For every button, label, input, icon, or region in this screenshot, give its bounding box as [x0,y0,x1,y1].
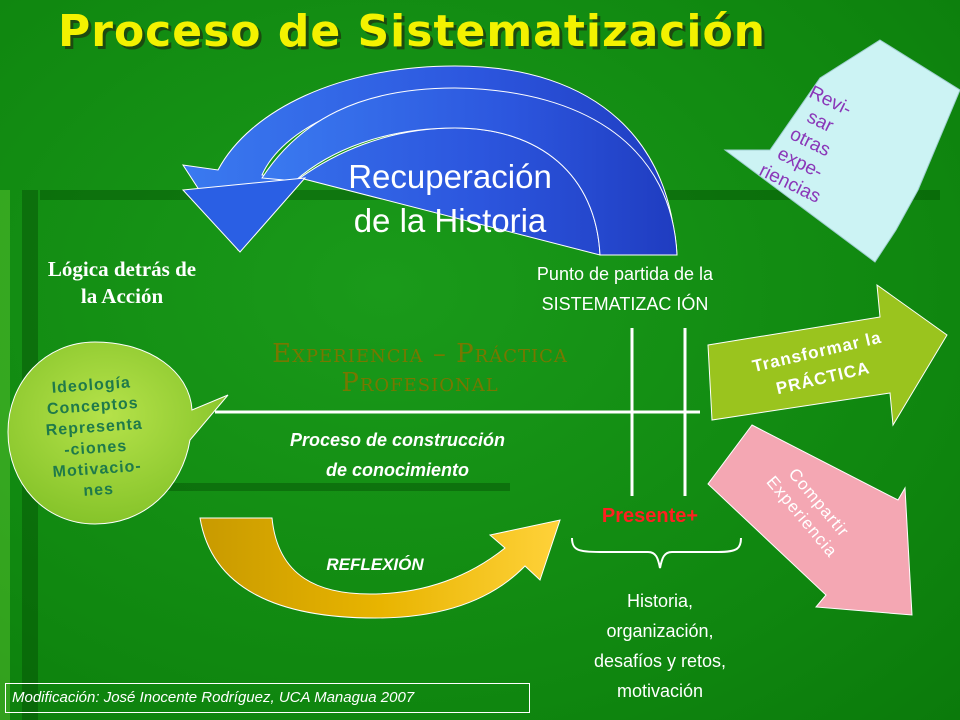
shadow-bar-horizontal-2 [40,483,510,491]
blue-arrow-body [261,87,678,256]
speech-bubble [7,341,229,525]
historia-line-1: Historia, [626,591,693,611]
logica-label: Lógica detrás de la Acción [0,256,244,310]
punto-line-2: SISTEMATIZAC IÓN [541,294,709,314]
brace [571,537,742,569]
proceso-construccion-label: Proceso de construcción de conocimiento [225,425,570,485]
cyan-arrow [723,39,960,263]
presente-label: Presente+ [601,505,699,527]
logica-line-1: Lógica detrás de [47,257,197,281]
experiencia-line-2: Profesional [341,368,499,398]
historia-label: Historia, organización, desafíos y retos… [545,586,775,706]
recuperacion-line-2: de la Historia [353,202,547,239]
gold-arrow-body [199,517,561,619]
page-title: Proceso de Sistematización [58,6,766,57]
historia-line-4: motivación [616,681,704,701]
experiencia-label: Experiencia – Práctica Profesional [200,340,640,398]
proceso-line-1: Proceso de construcción [289,430,506,450]
experiencia-line-1: Experiencia – Práctica [272,339,568,369]
historia-line-3: desafíos y retos, [593,651,727,671]
footer-credit: Modificación: José Inocente Rodríguez, U… [5,683,530,713]
proceso-line-2: de conocimiento [325,460,469,480]
ideologia-bubble-text: Ideología Conceptos Representa -ciones M… [21,370,169,505]
logica-line-2: la Acción [80,284,164,308]
punto-partida-label: Punto de partida de la SISTEMATIZAC IÓN [470,259,780,319]
blue-arrow-head [181,177,307,253]
lime-arrow [707,283,948,427]
historia-line-2: organización, [606,621,714,641]
pink-arrow [707,424,913,616]
recuperacion-label: Recuperación de la Historia [300,155,600,243]
reflexion-label: REFLEXIÓN [326,555,424,574]
punto-line-1: Punto de partida de la [536,264,714,284]
recuperacion-line-1: Recuperación [348,158,552,195]
shadow-bar-vertical-2 [0,190,10,720]
